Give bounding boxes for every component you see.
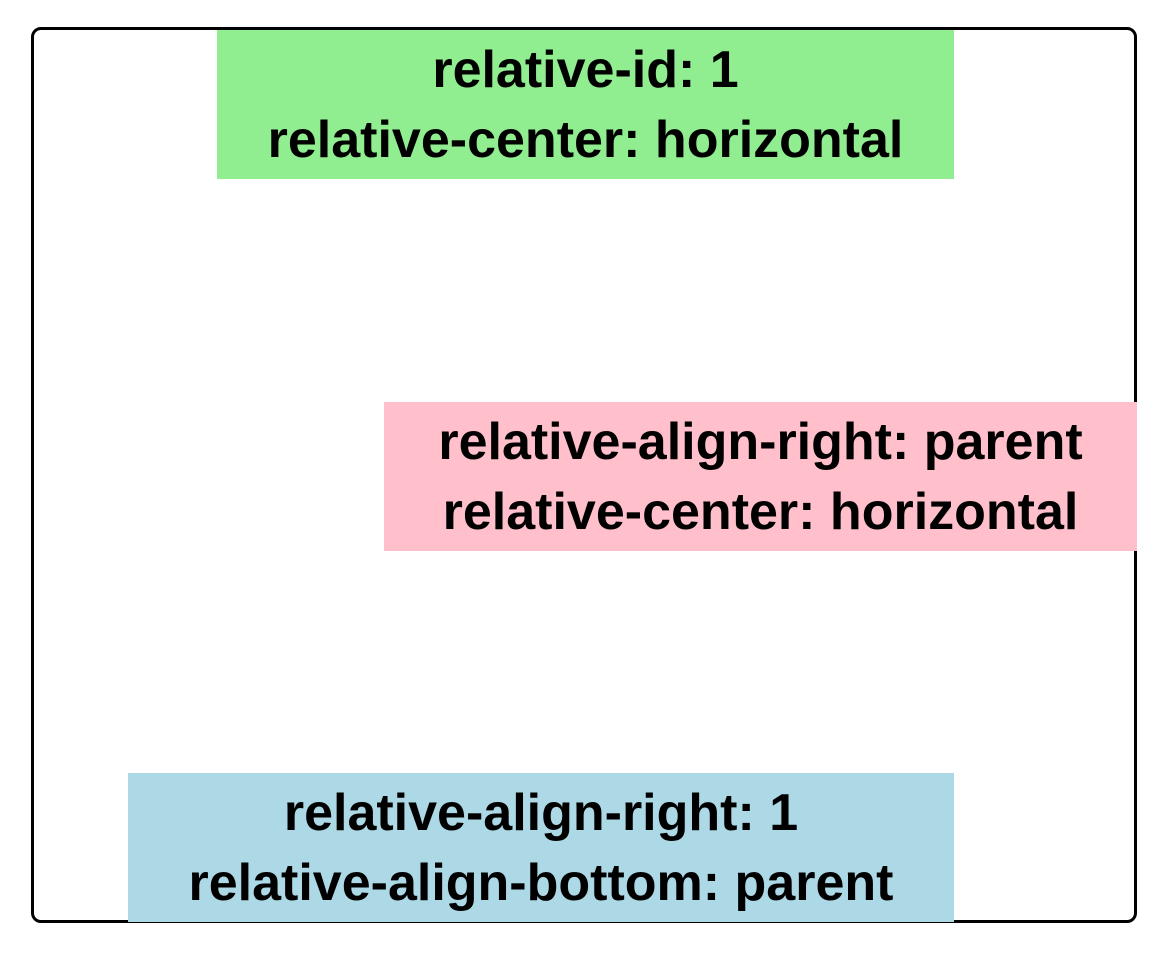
blue-box: relative-align-right: 1 relative-align-b…: [128, 773, 954, 922]
pink-box-line-1: relative-align-right: parent: [438, 412, 1083, 471]
green-box: relative-id: 1 relative-center: horizont…: [217, 30, 954, 179]
green-box-line-2: relative-center: horizontal: [267, 110, 904, 169]
green-box-line-1: relative-id: 1: [432, 40, 739, 99]
blue-box-line-2: relative-align-bottom: parent: [188, 853, 894, 912]
blue-box-line-1: relative-align-right: 1: [283, 783, 799, 842]
pink-box: relative-align-right: parent relative-ce…: [384, 402, 1137, 551]
pink-box-line-2: relative-center: horizontal: [442, 482, 1079, 541]
